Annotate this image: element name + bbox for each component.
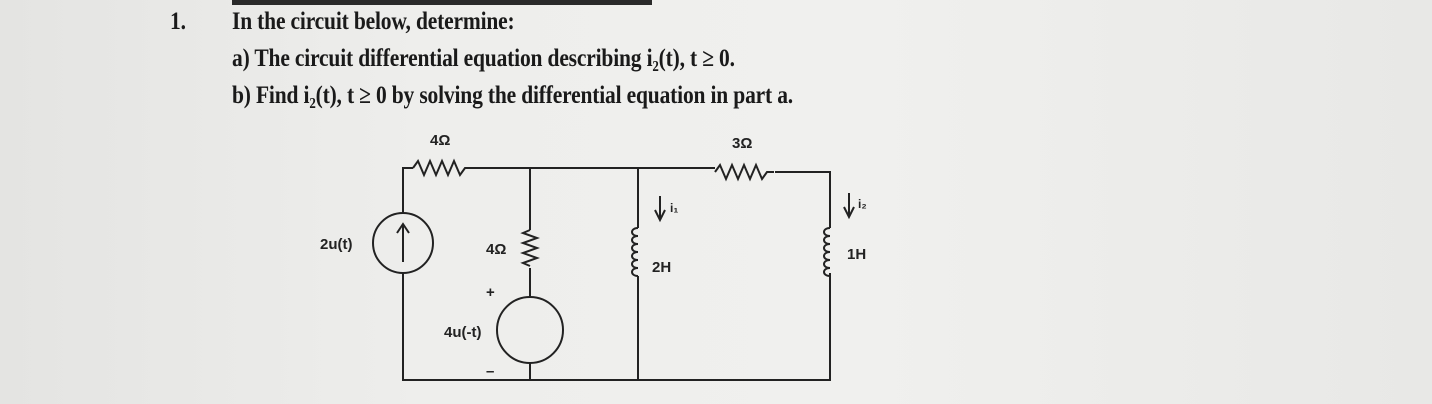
arrow-up-icon bbox=[396, 222, 410, 262]
label-1h: 1H bbox=[847, 246, 866, 263]
part-a: a) The circuit differential equation des… bbox=[232, 45, 735, 72]
label-i1: i₁ bbox=[670, 201, 678, 215]
label-3ohm: 3Ω bbox=[732, 135, 752, 152]
arrow-down-icon bbox=[654, 196, 666, 223]
problem-number: 1. bbox=[170, 8, 186, 35]
label-2h: 2H bbox=[652, 259, 671, 276]
resistor-4ohm-shunt bbox=[520, 229, 540, 267]
label-voltage-source: 4u(-t) bbox=[444, 324, 482, 341]
cut-off-heading bbox=[232, 0, 652, 5]
wire-left-bottom bbox=[402, 273, 831, 381]
label-minus: – bbox=[486, 363, 494, 380]
wire-top-right bbox=[775, 171, 831, 228]
label-current-source: 2u(t) bbox=[320, 236, 353, 253]
inductor-1h bbox=[823, 227, 831, 277]
voltage-source bbox=[496, 296, 564, 364]
label-i2: i₂ bbox=[858, 197, 867, 211]
resistor-3ohm bbox=[714, 162, 774, 182]
wire-left bbox=[402, 167, 413, 213]
label-series-resistor: 4Ω bbox=[430, 132, 450, 149]
problem-intro: In the circuit below, determine: bbox=[232, 8, 515, 35]
label-plus: + bbox=[486, 284, 495, 301]
label-shunt-resistor: 4Ω bbox=[486, 241, 506, 258]
current-source bbox=[372, 212, 434, 274]
part-b: b) Find i₂(t), t ≥ 0 by solving the diff… bbox=[232, 82, 794, 109]
inductor-2h bbox=[631, 227, 639, 277]
resistor-4ohm-series bbox=[412, 158, 473, 178]
arrow-down-icon bbox=[843, 193, 855, 220]
